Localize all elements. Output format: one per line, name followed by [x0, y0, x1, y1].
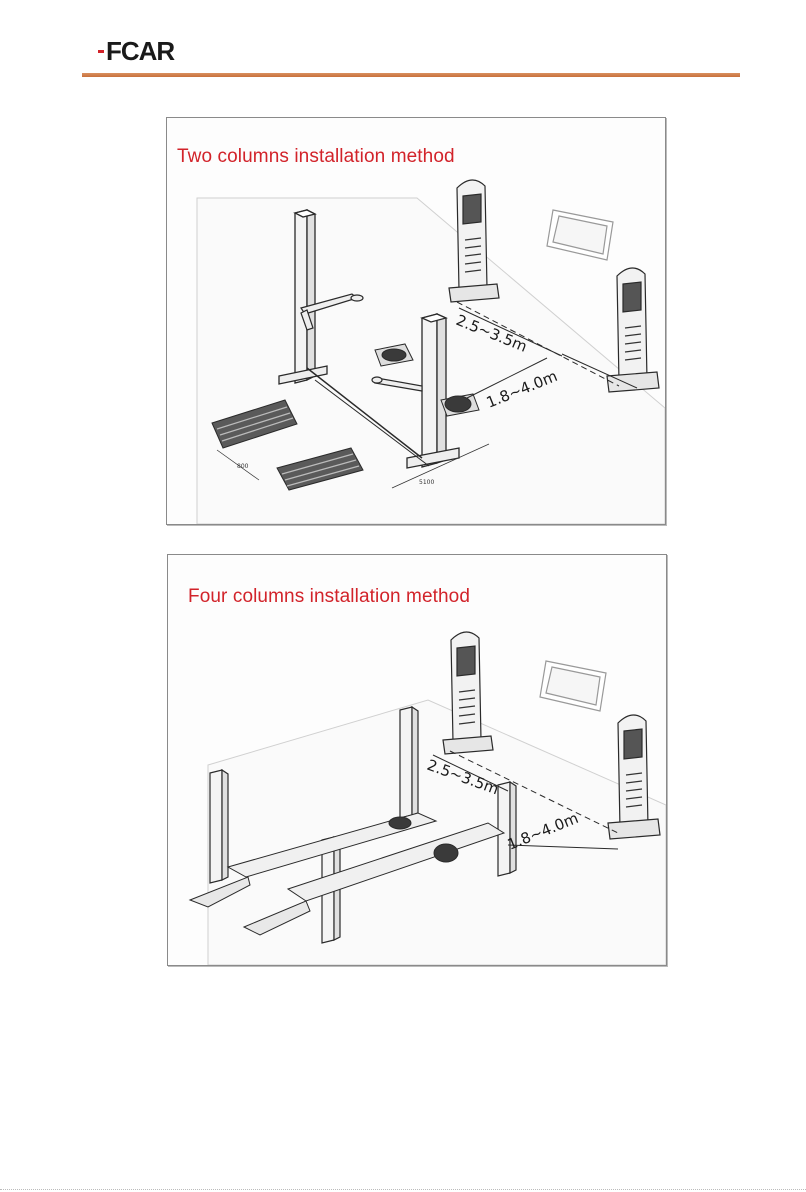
logo-text: FCAR	[106, 36, 175, 66]
turntable-front	[434, 844, 458, 862]
monitor	[547, 210, 613, 260]
four-columns-illustration: 2.5~3.5m 1.8~4.0m	[168, 555, 666, 965]
figure-title: Two columns installation method	[177, 146, 455, 168]
lift-post-back-right	[498, 782, 516, 876]
two-columns-illustration: 800 5100 2.5~3.5m 1.8~4.0m	[167, 118, 665, 524]
figure-title: Four columns installation method	[188, 586, 470, 608]
dim-small-2: 5100	[419, 479, 434, 486]
page-bottom-rule	[0, 1189, 806, 1190]
turntable-back	[389, 817, 411, 829]
monitor	[540, 661, 606, 711]
lift-post-front-left	[210, 770, 228, 883]
dim-small-1: 800	[237, 463, 249, 470]
figure-two-columns: 800 5100 2.5~3.5m 1.8~4.0m Two columns	[166, 117, 666, 525]
lift-post-back-left	[400, 707, 418, 818]
fcar-logo: FCAR	[98, 36, 208, 66]
figure-four-columns: 2.5~3.5m 1.8~4.0m Four columns installat…	[167, 554, 667, 966]
header-rule	[82, 73, 740, 77]
